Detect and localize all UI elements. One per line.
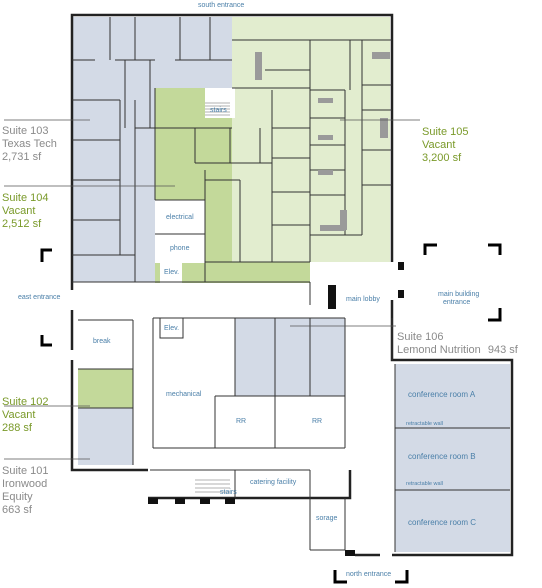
elev-label-top: Elev. <box>164 269 179 276</box>
retractable-wall-label-1: retractable wall <box>406 421 443 427</box>
break-label: break <box>93 338 111 345</box>
main-building-entrance-label-1: main building <box>438 291 479 298</box>
suite-fills <box>72 17 510 552</box>
stairs-label-top: stairs <box>210 107 227 114</box>
suite-104-tenant: Vacant <box>2 205 36 217</box>
suite-105-label[interactable]: Suite 105 Vacant 3,200 sf <box>422 126 468 165</box>
suite-106-name: Suite 106 <box>397 331 444 343</box>
stairs-label-bottom: stairs <box>220 489 237 496</box>
conference-room-a-label[interactable]: conference room A <box>408 390 476 399</box>
rr-label-right: RR <box>312 418 322 425</box>
suite-101-label[interactable]: Suite 101 Ironwood Equity 663 sf <box>2 465 48 517</box>
entrance-markers <box>40 243 502 584</box>
phone-label: phone <box>170 245 190 252</box>
storage-label: sorage <box>316 515 338 522</box>
suite-103-tenant: Texas Tech <box>2 138 57 150</box>
suite-101-tenant-1: Ironwood <box>2 478 48 490</box>
suite-106-label[interactable]: Suite 106 Lemond Nutrition 943 sf <box>397 331 518 357</box>
south-entrance-label: south entrance <box>198 2 244 9</box>
suite-102-name: Suite 102 <box>2 396 49 408</box>
suite-102-area[interactable] <box>78 369 133 408</box>
suite-105-name: Suite 105 <box>422 126 469 138</box>
conference-room-c-label[interactable]: conference room C <box>408 518 476 527</box>
suite-103-name: Suite 103 <box>2 125 49 137</box>
suite-101-area[interactable] <box>78 408 133 465</box>
suite-106-area[interactable] <box>235 318 345 396</box>
suite-102-tenant: Vacant <box>2 409 36 421</box>
suite-leader-lines <box>4 119 420 460</box>
suite-106-size: 943 sf <box>487 344 518 356</box>
conference-area[interactable] <box>395 364 510 552</box>
suite-105-size: 3,200 sf <box>422 152 462 164</box>
suite-105-partitions <box>255 52 390 231</box>
door-blocks <box>148 262 404 556</box>
suite-101-tenant-2: Equity <box>2 491 33 503</box>
suite-101-name: Suite 101 <box>2 465 49 477</box>
suite-104-label[interactable]: Suite 104 Vacant 2,512 sf <box>2 192 48 231</box>
suite-105-tenant: Vacant <box>422 139 456 151</box>
suite-101-size: 663 sf <box>2 504 32 516</box>
conference-room-b-label[interactable]: conference room B <box>408 452 476 461</box>
suite-103-size: 2,731 sf <box>2 151 42 163</box>
east-entrance-label: east entrance <box>18 294 61 301</box>
suite-106-tenant: Lemond Nutrition <box>397 344 481 356</box>
mechanical-label: mechanical <box>166 391 202 398</box>
catering-label: catering facility <box>250 479 297 486</box>
suite-102-label[interactable]: Suite 102 Vacant 288 sf <box>2 396 48 435</box>
suite-104-name: Suite 104 <box>2 192 49 204</box>
stair-symbols <box>195 102 230 493</box>
main-building-entrance-label-2: entrance <box>443 299 470 306</box>
main-lobby-label: main lobby <box>346 296 380 303</box>
retractable-wall-label-2: retractable wall <box>406 481 443 487</box>
suite-104-size: 2,512 sf <box>2 218 42 230</box>
electrical-label: electrical <box>166 214 194 221</box>
suite-102-size: 288 sf <box>2 422 32 434</box>
suite-103-label[interactable]: Suite 103 Texas Tech 2,731 sf <box>2 125 57 164</box>
rr-label-left: RR <box>236 418 246 425</box>
north-entrance-label: north entrance <box>346 571 391 578</box>
elev-label-bottom: Elev. <box>164 325 179 332</box>
